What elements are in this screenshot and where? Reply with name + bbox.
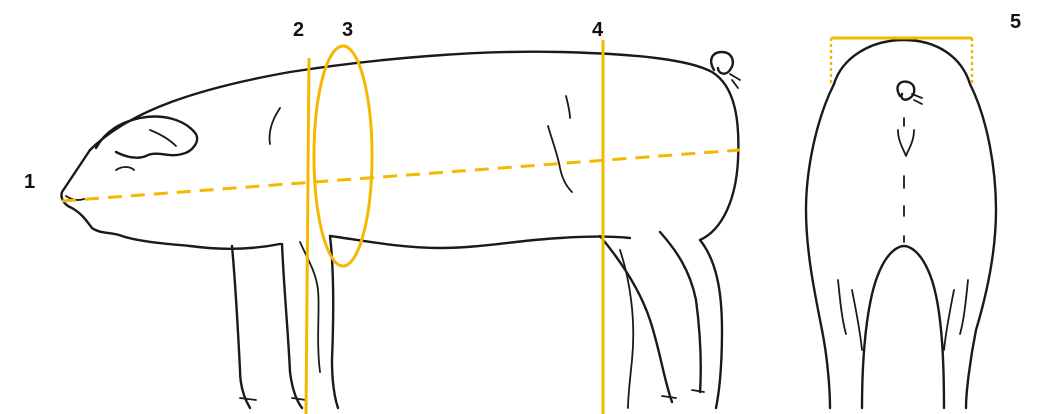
body-length-line bbox=[61, 148, 741, 203]
shoulder-height-line bbox=[304, 57, 311, 414]
heart-girth-ellipse bbox=[312, 44, 374, 268]
pig-side-view-drawing bbox=[60, 50, 741, 410]
marker-3: 3 bbox=[342, 19, 353, 41]
measurement-overlays bbox=[61, 36, 974, 414]
marker-1: 1 bbox=[24, 171, 35, 193]
marker-4: 4 bbox=[592, 19, 604, 41]
marker-5: 5 bbox=[1010, 11, 1021, 33]
pig-rear-view-drawing bbox=[804, 38, 998, 410]
marker-2: 2 bbox=[293, 19, 304, 41]
